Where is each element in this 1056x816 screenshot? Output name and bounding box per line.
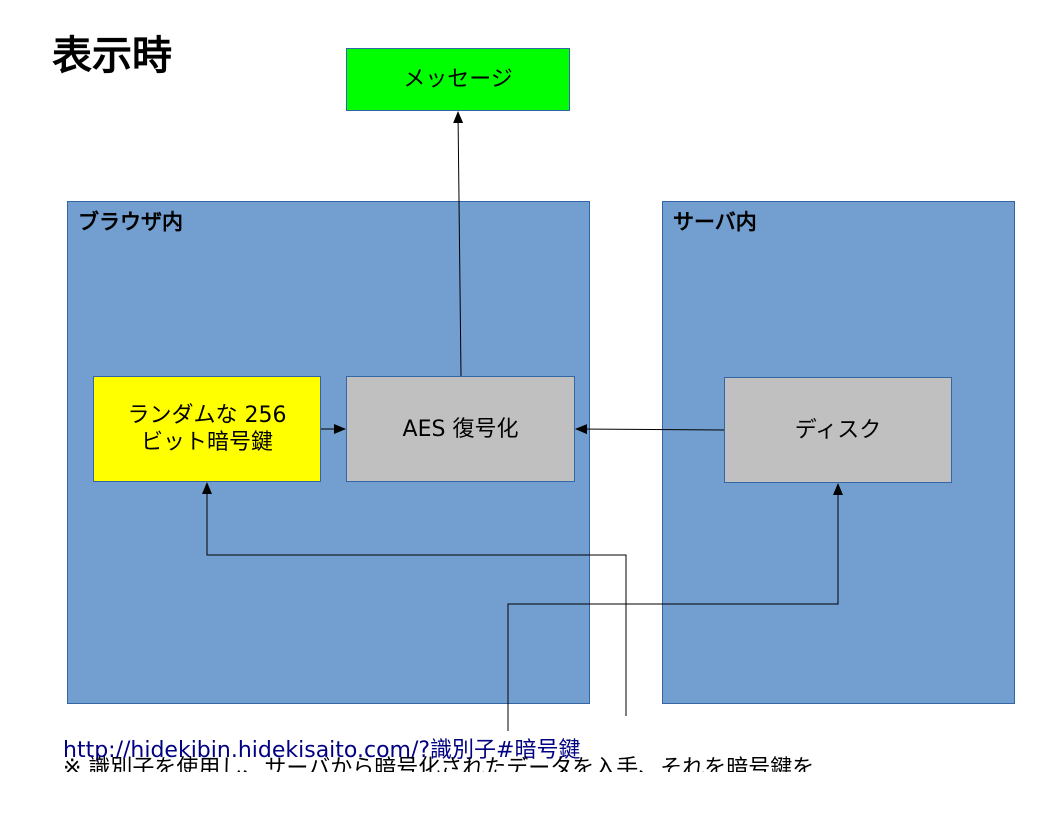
id-to-disk-arrow [507,483,843,731]
disk-node: ディスク [724,377,952,483]
browser-region-label: ブラウザ内 [78,210,183,234]
aes-to-message-arrow [453,111,464,377]
random-key-line1: ランダムな 256 [127,403,287,428]
note-clip: ※ 識別子を使用し、サーバから暗号化されたデータを入手、それを暗号鍵を [63,755,1023,772]
note-text: ※ 識別子を使用し、サーバから暗号化されたデータを入手、それを暗号鍵を [63,756,815,772]
aes-decrypt-label: AES 復号化 [402,416,519,442]
url-text: http://hidekibin.hidekisaito.com/?識別子#暗号… [63,738,581,763]
random-key-node: ランダムな 256 ビット暗号鍵 [93,376,321,482]
message-node: メッセージ [346,48,570,111]
page-title: 表示時 [52,33,172,79]
disk-label: ディスク [794,417,882,443]
random-key-line2: ビット暗号鍵 [140,430,273,455]
server-region-label: サーバ内 [673,210,757,234]
disk-to-aes-arrow [575,424,725,435]
hash-to-key-arrow [202,482,627,716]
aes-decrypt-node: AES 復号化 [346,376,575,482]
message-node-label: メッセージ [403,67,513,92]
